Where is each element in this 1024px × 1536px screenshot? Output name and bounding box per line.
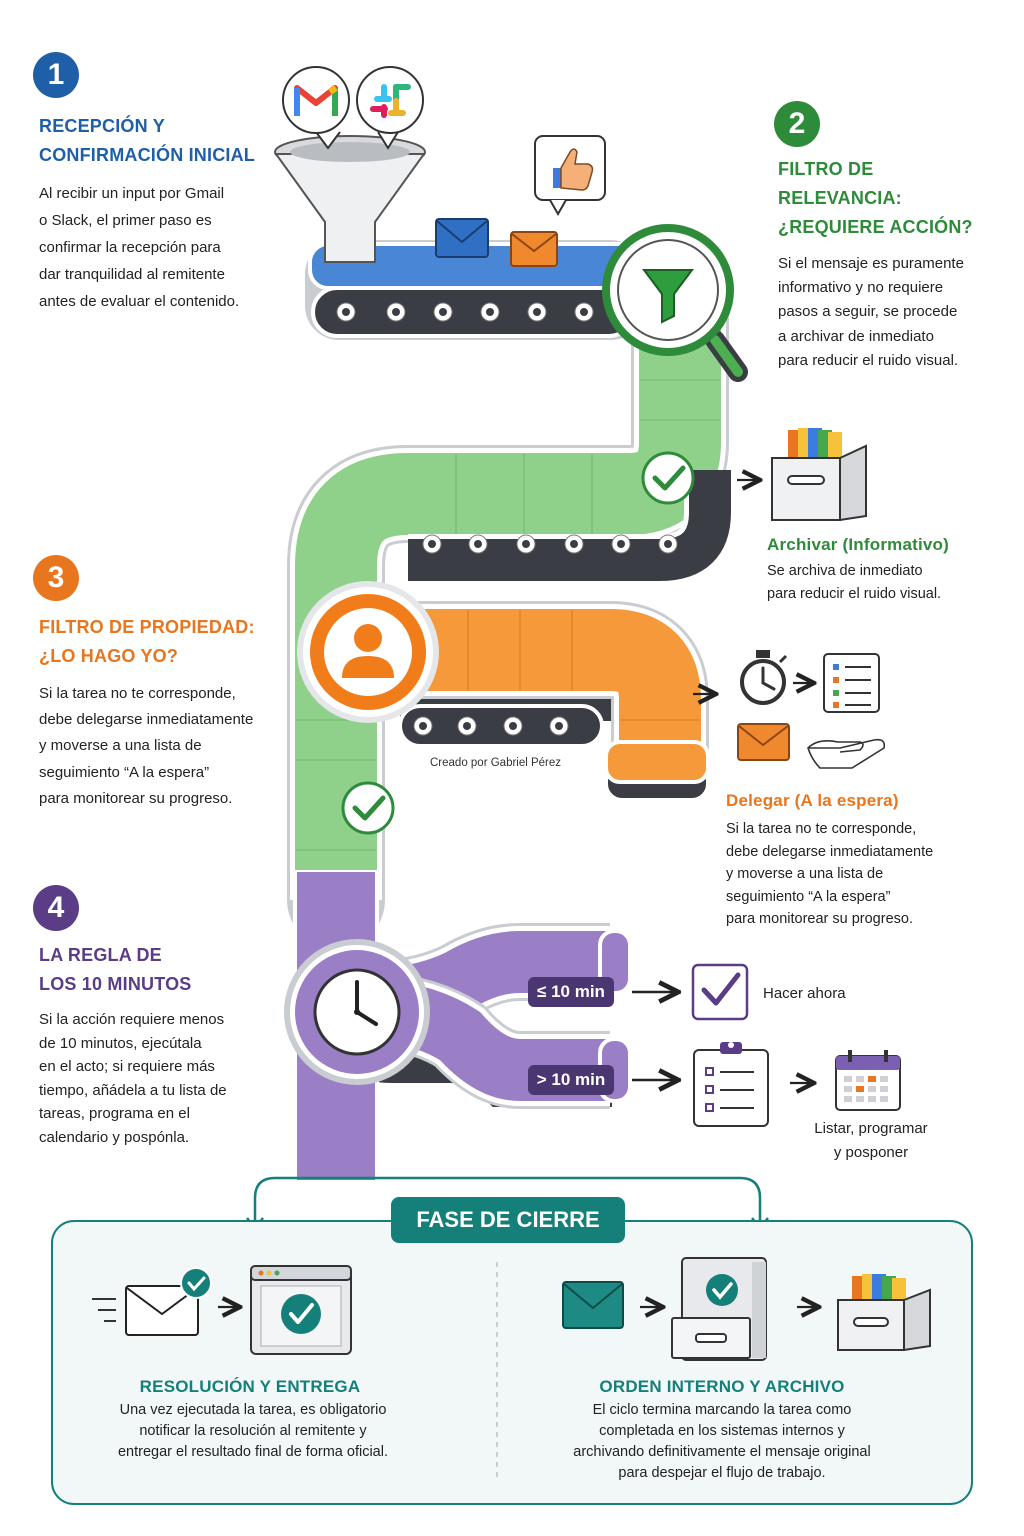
check-icon bbox=[341, 781, 395, 835]
do-now-label: Hacer ahora bbox=[763, 985, 846, 1002]
check-icon bbox=[641, 451, 695, 505]
closing-phase-title: FASE DE CIERRE bbox=[391, 1197, 625, 1243]
archive-box-icon bbox=[771, 428, 867, 522]
checkbox-icon bbox=[691, 963, 749, 1021]
delegate-outcome-title: Delegar (A la espera) bbox=[726, 791, 899, 810]
step-number-1: 1 bbox=[33, 52, 79, 98]
archive-box-icon bbox=[837, 1274, 931, 1352]
short-task-label: ≤ 10 min bbox=[528, 977, 614, 1007]
magnifier-filter-icon bbox=[602, 224, 748, 382]
gmail-icon bbox=[282, 66, 350, 150]
clock-icon bbox=[313, 968, 401, 1056]
conveyor-belt bbox=[408, 470, 736, 586]
conveyor-belt bbox=[398, 704, 604, 748]
calendar-icon bbox=[835, 1050, 901, 1111]
filing-cabinet-icon bbox=[671, 1257, 767, 1361]
delegate-outcome-description: Si la tarea no te corresponde,debe deleg… bbox=[726, 821, 934, 927]
step-number-3: 3 bbox=[33, 555, 79, 601]
envelope-icon bbox=[435, 218, 489, 258]
step3-title: FILTRO DE PROPIEDAD:¿LO HAGO YO? bbox=[39, 617, 255, 666]
person-icon bbox=[297, 581, 439, 723]
conveyor-orange bbox=[380, 601, 710, 802]
thumbs-up-icon bbox=[534, 135, 606, 217]
envelope-icon bbox=[737, 723, 790, 761]
stopwatch-icon bbox=[740, 650, 788, 705]
step-number-4: 4 bbox=[33, 885, 79, 931]
send-envelope-icon bbox=[92, 1267, 212, 1336]
envelope-icon bbox=[510, 231, 558, 267]
resolution-description: Una vez ejecutada la tarea, es obligator… bbox=[117, 1402, 388, 1460]
archive-outcome-title: Archivar (Informativo) bbox=[767, 535, 949, 554]
author-credit: Creado por Gabriel Pérez bbox=[430, 757, 562, 769]
envelope-icon bbox=[562, 1281, 624, 1329]
clipboard-icon bbox=[693, 1042, 769, 1127]
conveyor-blue bbox=[305, 240, 645, 340]
open-hand-icon bbox=[807, 738, 886, 769]
step-number-2: 2 bbox=[774, 101, 820, 147]
slack-icon bbox=[356, 66, 424, 150]
step3-description: Si la tarea no te corresponde,debe deleg… bbox=[39, 685, 254, 807]
archive-order-title: ORDEN INTERNO Y ARCHIVO bbox=[599, 1377, 845, 1396]
checklist-icon bbox=[823, 653, 880, 713]
resolution-title: RESOLUCIÓN Y ENTREGA bbox=[139, 1377, 361, 1396]
browser-check-icon bbox=[250, 1265, 352, 1355]
long-task-label: > 10 min bbox=[528, 1065, 614, 1095]
